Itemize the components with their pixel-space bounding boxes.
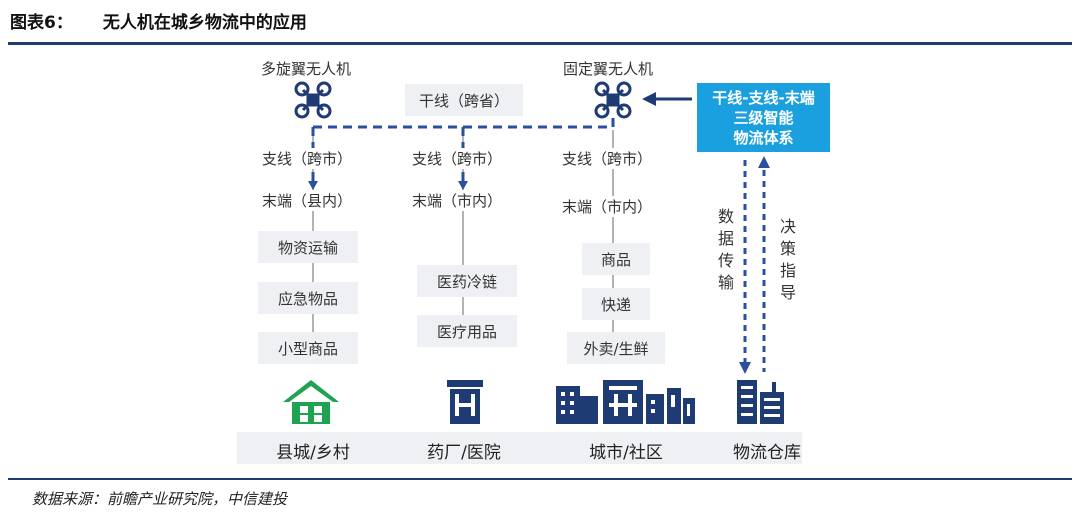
city-item: 外卖/生鲜 [567,332,665,364]
category-county: 县城/乡村 [276,443,350,463]
county-item: 应急物品 [258,282,358,314]
end-label-city: 末端（市内） [562,196,653,217]
city-skyline-icon [556,380,695,424]
pharma-item: 医药冷链 [417,265,517,297]
system-line-3: 物流体系 [733,128,794,147]
system-line-2: 三级智能 [733,108,794,127]
house-icon [283,380,339,424]
decision-guidance-arrowhead [758,156,770,168]
county-item: 小型商品 [258,332,358,364]
system-to-drone-arrowhead [642,92,656,106]
figure-number: 图表6： [10,13,73,33]
warehouse-icon [737,380,784,424]
county-arrowhead [308,181,318,190]
header-rule [8,42,1072,45]
data-transmission-arrowhead [739,362,751,374]
fixed-wing-drone-icon [594,81,632,119]
category-bar [237,432,802,464]
branch-label-pharma: 支线（跨市） [412,148,503,169]
logistics-system-box: 干线-支线-末端 三级智能 物流体系 [697,83,830,152]
multi-rotor-label: 多旋翼无人机 [261,60,352,78]
fixed-wing-label: 固定翼无人机 [563,60,654,78]
hospital-building-icon [447,380,483,424]
county-item: 物资运输 [258,231,358,263]
branch-label-county: 支线（跨市） [262,148,353,169]
city-item: 商品 [582,243,650,275]
data-transmission-label: 数据传输 [717,207,734,292]
decision-guidance-label: 决策指导 [779,217,796,302]
footer-rule [8,478,1072,480]
end-label-county: 末端（县内） [262,190,353,211]
end-label-pharma: 末端（市内） [412,190,503,211]
trunk-route-box: 干线（跨省） [405,84,523,116]
pharma-item: 医疗用品 [417,315,517,347]
city-item: 快递 [582,288,650,320]
multi-rotor-drone-icon [294,81,332,119]
system-line-1: 干线-支线-末端 [712,88,815,107]
category-warehouse: 物流仓库 [733,443,801,463]
source-note: 数据来源：前瞻产业研究院，中信建投 [32,490,288,508]
pharma-arrowhead [458,181,468,190]
category-city: 城市/社区 [589,443,663,463]
figure-title: 图表6： 无人机在城乡物流中的应用 [10,8,307,33]
category-pharma: 药厂/医院 [427,443,501,463]
figure-heading: 无人机在城乡物流中的应用 [102,13,307,33]
branch-label-city: 支线（跨市） [562,148,653,169]
